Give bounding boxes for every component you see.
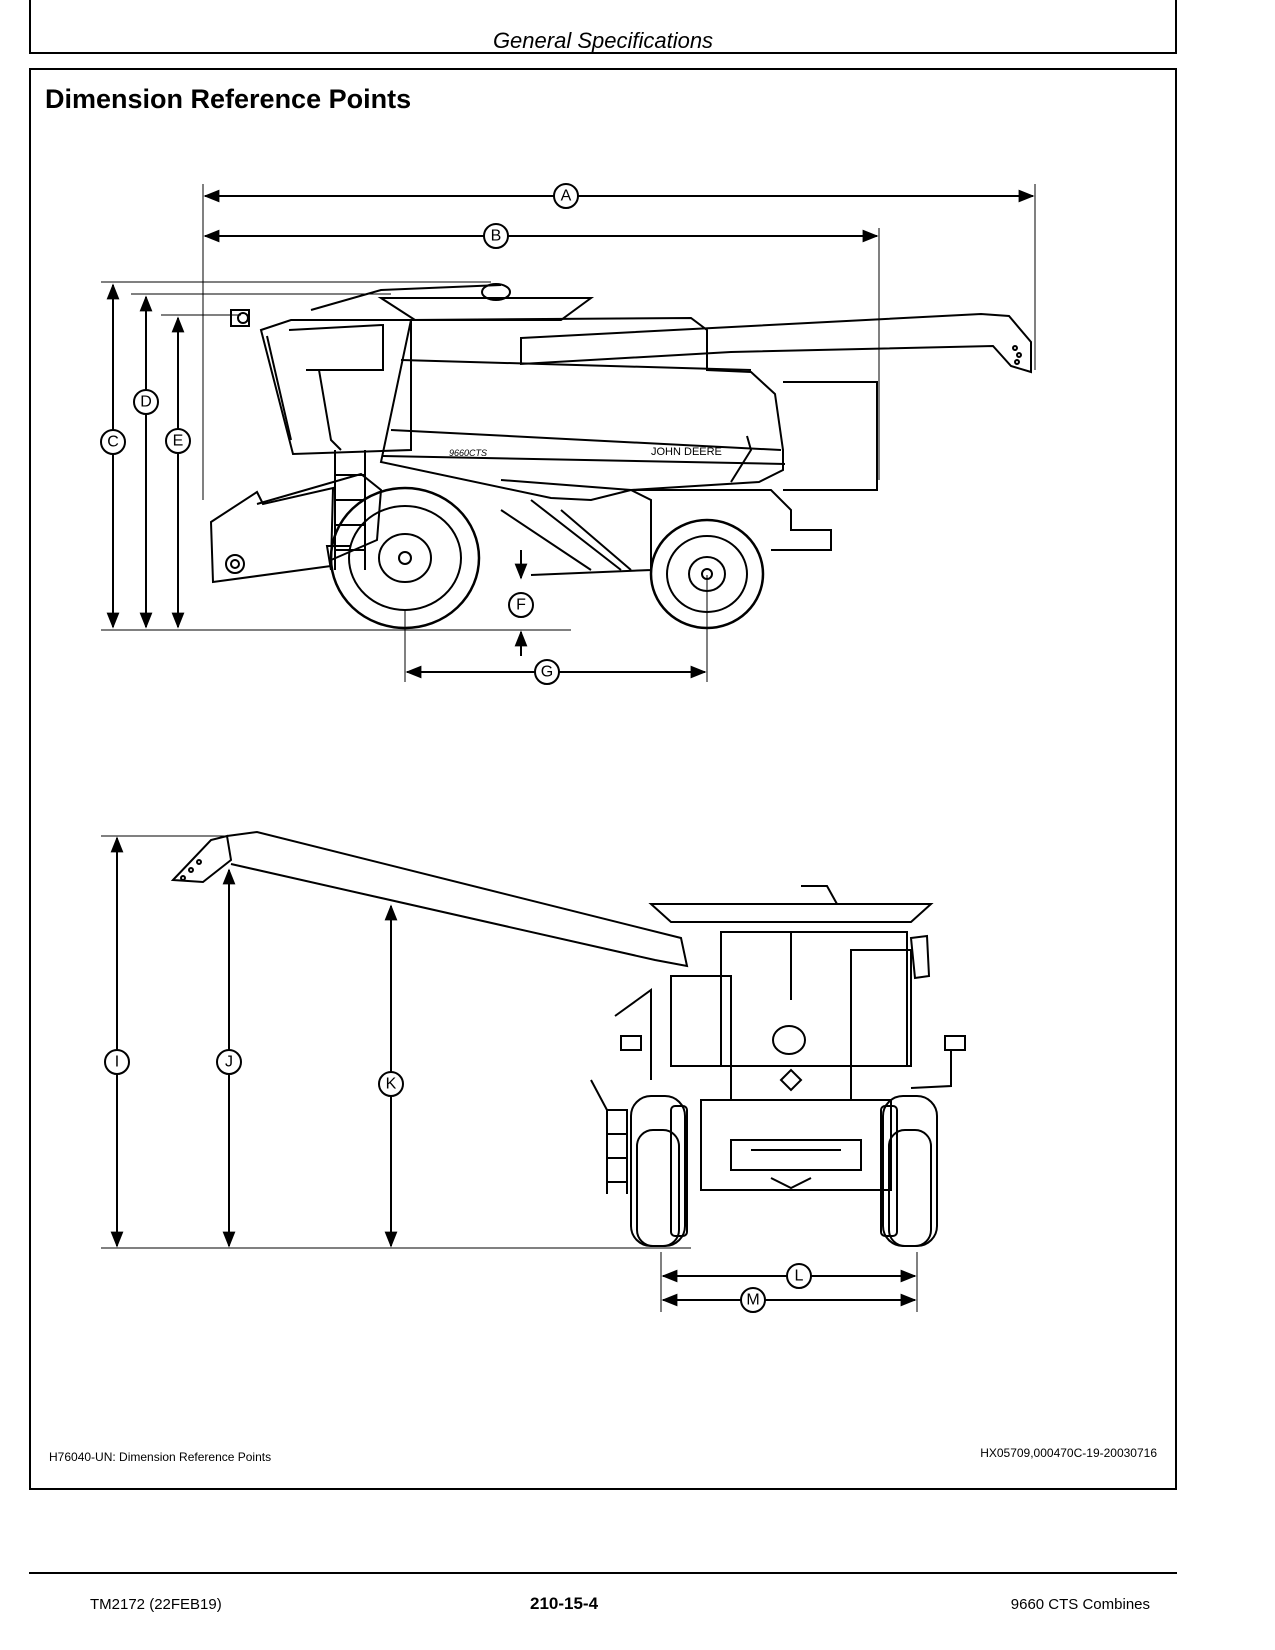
label-l: L (795, 1268, 804, 1285)
section-title: Dimension Reference Points (45, 84, 412, 114)
label-c: C (107, 434, 119, 451)
label-j: J (225, 1054, 233, 1071)
model-badge: 9660CTS (449, 448, 487, 458)
footer-manual: TM2172 (22FEB19) (90, 1596, 222, 1613)
footer-rule (29, 1572, 1177, 1574)
label-e: E (173, 433, 184, 450)
footer-page-number: 210-15-4 (530, 1594, 599, 1613)
figure-caption: H76040-UN: Dimension Reference Points (49, 1450, 272, 1464)
label-d: D (140, 394, 152, 411)
label-k: K (386, 1076, 397, 1093)
label-i: I (115, 1054, 119, 1071)
brand-lettering: JOHN DEERE (651, 446, 722, 458)
label-f: F (516, 597, 526, 614)
header-title: General Specifications (492, 28, 714, 53)
document-id: HX05709,000470C-19-20030716 (980, 1446, 1157, 1460)
side-view-drawing (101, 184, 1036, 682)
page-header: General Specifications (29, 0, 1177, 54)
dimension-diagram: A B C D E F G I J K L M 9660CTS JOHN DEE… (100, 183, 1036, 1313)
footer-model: 9660 CTS Combines (1010, 1596, 1150, 1613)
label-g: G (541, 664, 553, 681)
label-b: B (491, 228, 502, 245)
label-m: M (746, 1292, 759, 1309)
content-frame: Dimension Reference Points (29, 68, 1177, 1490)
label-a: A (561, 188, 572, 205)
